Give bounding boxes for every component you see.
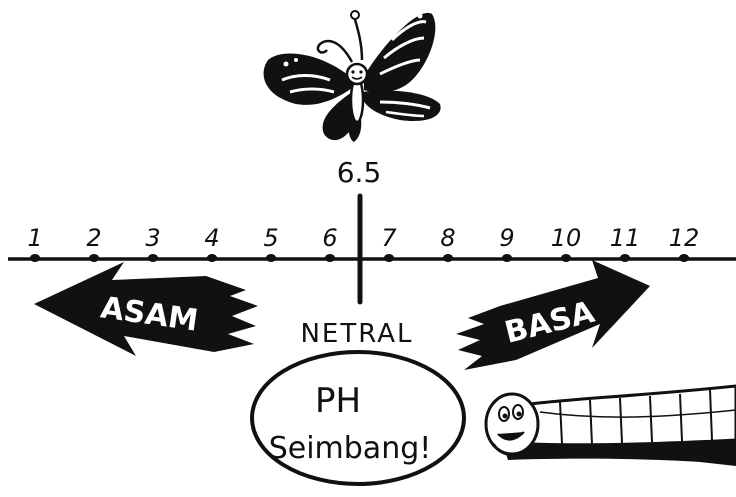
tick-dot-10 bbox=[561, 254, 571, 262]
tick-label-3: 3 bbox=[145, 224, 160, 252]
tick-label-9: 9 bbox=[499, 224, 514, 252]
tick-dot-4 bbox=[207, 254, 217, 262]
tick-label-8: 8 bbox=[440, 224, 455, 252]
tick-dot-12 bbox=[679, 254, 689, 262]
tick-label-10: 10 bbox=[551, 224, 582, 252]
base-arrow: BASA bbox=[456, 260, 650, 370]
tick-dot-7 bbox=[384, 254, 394, 262]
tick-dot-6 bbox=[325, 254, 335, 262]
tick-label-2: 2 bbox=[86, 224, 101, 252]
tick-label-7: 7 bbox=[381, 224, 397, 252]
tick-dot-3 bbox=[148, 254, 158, 262]
tick-dot-9 bbox=[502, 254, 512, 262]
acid-arrow: ASAM bbox=[34, 262, 258, 356]
tick-label-11: 11 bbox=[610, 224, 641, 252]
tick-dot-8 bbox=[443, 254, 453, 262]
caterpillar-icon bbox=[486, 386, 736, 466]
tick-label-4: 4 bbox=[204, 224, 219, 252]
ph-balance-bubble: PH Seimbang! bbox=[252, 352, 464, 484]
tick-label-6: 6 bbox=[322, 224, 337, 252]
tick-label-5: 5 bbox=[263, 224, 278, 252]
tick-dot-5 bbox=[266, 254, 276, 262]
tick-dot-11 bbox=[620, 254, 630, 262]
tick-dot-1 bbox=[30, 254, 40, 262]
neutral-label: NETRAL bbox=[300, 319, 413, 349]
bubble-title: PH bbox=[315, 381, 361, 421]
bubble-subtitle: Seimbang! bbox=[269, 431, 432, 466]
tick-label-12: 12 bbox=[669, 224, 700, 252]
tick-label-1: 1 bbox=[27, 224, 42, 252]
neutral-ph-value: 6.5 bbox=[337, 156, 382, 189]
tick-dot-2 bbox=[89, 254, 99, 262]
butterfly-icon bbox=[264, 11, 441, 142]
